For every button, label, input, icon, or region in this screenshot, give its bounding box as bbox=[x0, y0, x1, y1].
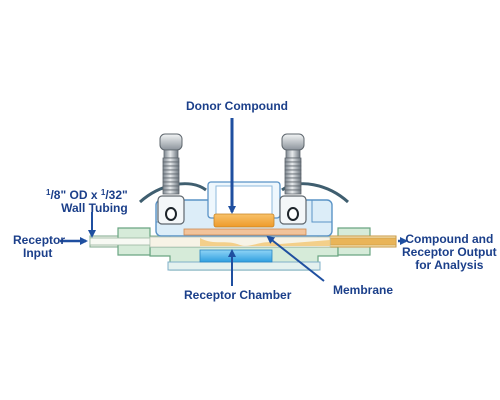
output-line1: Compound and bbox=[405, 232, 494, 246]
membrane-label: Membrane bbox=[333, 283, 394, 297]
output-label: Compound and Receptor Output for Analysi… bbox=[402, 233, 497, 272]
donor-compound-label: Donor Compound bbox=[186, 99, 288, 113]
receptor-chamber-fill bbox=[199, 249, 273, 263]
membrane-arrow bbox=[266, 235, 325, 282]
tubing-fraction-b-denominator: 32 bbox=[108, 188, 123, 202]
output-line2: Receptor Output bbox=[402, 245, 497, 259]
tubing-label: 1/8" OD x 1/32" Wall Tubing bbox=[46, 186, 128, 215]
flow-channel bbox=[149, 236, 331, 248]
output-line3: for Analysis bbox=[415, 258, 484, 272]
left-clamp-screw bbox=[157, 133, 185, 225]
tubing-label-line2: Wall Tubing bbox=[61, 201, 128, 215]
tubing-fraction-slash: / bbox=[50, 188, 54, 202]
donor-compound-fill bbox=[213, 213, 275, 228]
tubing-quote: " bbox=[122, 188, 128, 202]
tubing-fraction-slash-b: / bbox=[105, 188, 109, 202]
tubing-fraction-a-denominator: 8 bbox=[53, 188, 61, 202]
callout-arrows bbox=[60, 118, 408, 286]
tubing-fraction-a-numerator: 1 bbox=[46, 188, 51, 197]
tubing-label-line1: 1/8" OD x 1/32" bbox=[46, 186, 128, 202]
receptor-input-line2: Input bbox=[23, 246, 53, 260]
membrane-strip bbox=[183, 228, 307, 236]
receptor-input-line1: Receptor bbox=[13, 233, 66, 247]
tubing-fraction-b-numerator: 1 bbox=[100, 188, 106, 197]
tubing-od-text: " OD x bbox=[60, 188, 101, 202]
receptor-chamber-label: Receptor Chamber bbox=[184, 288, 292, 302]
right-clamp-screw bbox=[279, 133, 307, 225]
receptor-input-label: Receptor Input bbox=[13, 234, 65, 260]
